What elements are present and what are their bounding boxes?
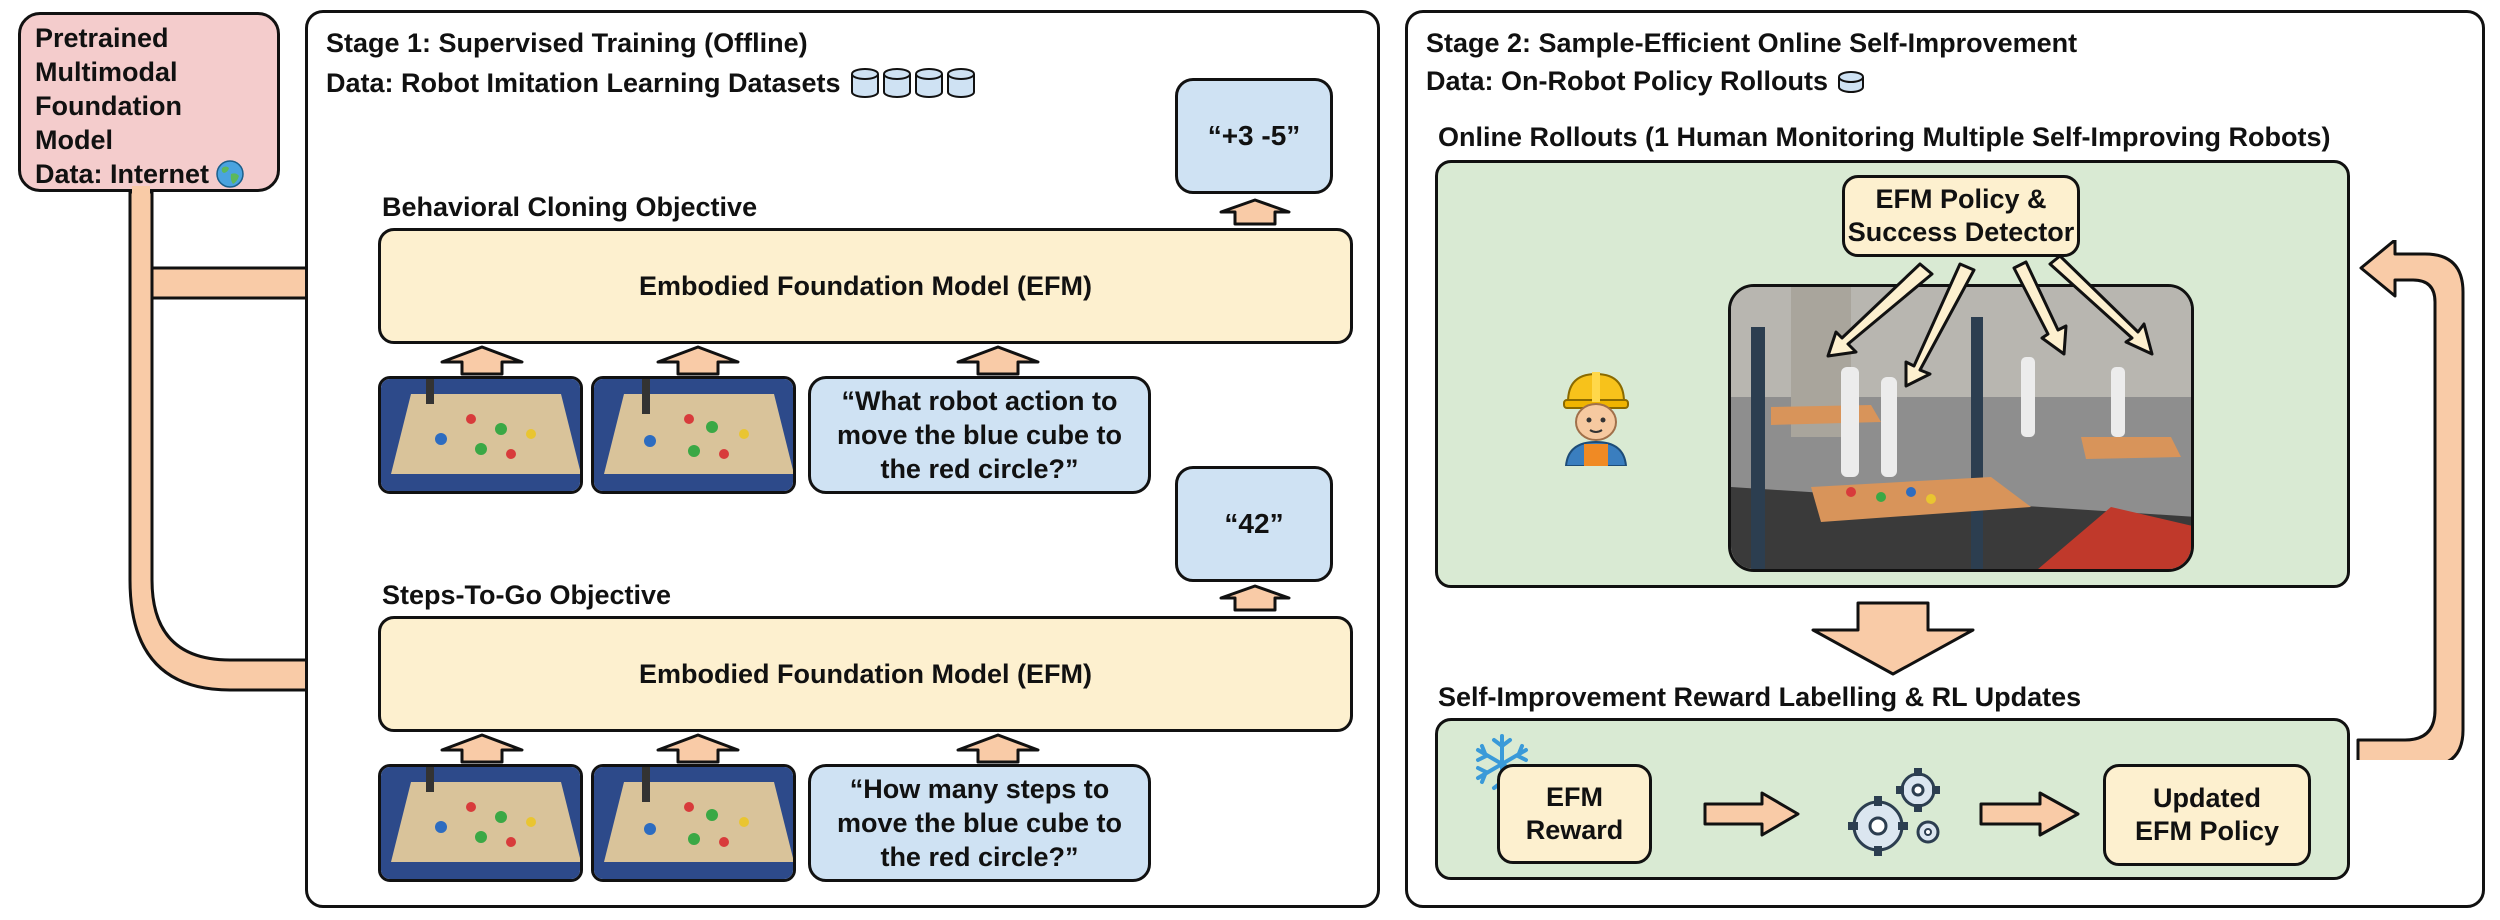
bc-objective-label: Behavioral Cloning Objective xyxy=(382,192,758,222)
worker-icon xyxy=(1558,366,1634,466)
pretrained-model-box: Pretrained Multimodal Foundation Model D… xyxy=(18,12,280,192)
loop-back-arrow xyxy=(2356,240,2465,760)
reward-label: Self-Improvement Reward Labelling & RL U… xyxy=(1438,682,2082,712)
stg-prompt-box: “How many steps to move the blue cube to… xyxy=(808,764,1151,882)
bc-efm-box: Embodied Foundation Model (EFM) xyxy=(378,228,1353,344)
rollouts-label: Online Rollouts (1 Human Monitoring Mult… xyxy=(1438,122,2331,152)
stg-input-arrows xyxy=(440,733,1040,764)
stage1-data-label: Data: Robot Imitation Learning Datasets xyxy=(326,67,841,98)
policy-detector-box: EFM Policy & Success Detector xyxy=(1842,175,2080,257)
reward-to-gears-arrow xyxy=(1703,791,1800,837)
efm-reward-box: EFM Reward xyxy=(1497,764,1652,864)
bc-robot-frame-2 xyxy=(591,376,796,494)
updated-policy-box: Updated EFM Policy xyxy=(2103,764,2311,866)
pretrained-line-1: Pretrained xyxy=(35,23,169,53)
stg-robot-frame-2 xyxy=(591,764,796,882)
globe-icon xyxy=(215,159,245,189)
pretrained-line-3: Foundation xyxy=(35,91,182,121)
stg-objective-label: Steps-To-Go Objective xyxy=(382,580,672,610)
bc-output-box: “+3 -5” xyxy=(1175,78,1333,194)
bc-robot-frame-1 xyxy=(378,376,583,494)
pretrained-line-4: Model xyxy=(35,125,113,155)
detector-pointer-arrows xyxy=(1826,254,2154,388)
stg-efm-box: Embodied Foundation Model (EFM) xyxy=(378,616,1353,732)
stage2-data-label: Data: On-Robot Policy Rollouts xyxy=(1426,66,1828,96)
stage1-title: Stage 1: Supervised Training (Offline) xyxy=(326,28,808,58)
gears-icon xyxy=(1840,764,1950,864)
database-icon-stage2 xyxy=(1836,70,1866,94)
bc-output-arrow xyxy=(1219,198,1291,226)
stg-robot-frame-1 xyxy=(378,764,583,882)
bc-input-arrows xyxy=(440,345,1040,376)
stg-output-arrow xyxy=(1219,584,1291,612)
stg-output-box: “42” xyxy=(1175,466,1333,582)
bc-prompt-box: “What robot action to move the blue cube… xyxy=(808,376,1151,494)
pretrained-data-line: Data: Internet xyxy=(35,159,210,189)
down-arrow xyxy=(1811,601,1975,676)
database-icon xyxy=(849,66,979,100)
gears-to-updated-arrow xyxy=(1979,791,2080,837)
robot-lab-photo xyxy=(1728,284,2194,572)
pretrained-line-2: Multimodal xyxy=(35,57,178,87)
stage2-title: Stage 2: Sample-Efficient Online Self-Im… xyxy=(1426,28,2078,58)
